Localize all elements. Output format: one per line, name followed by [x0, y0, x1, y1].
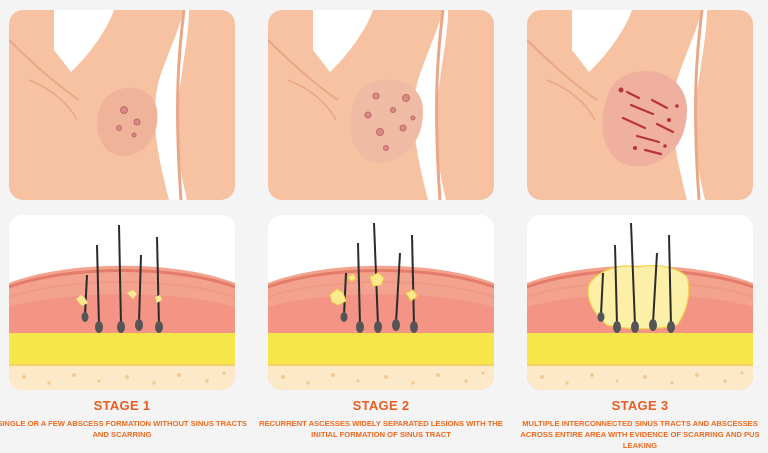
stage-2-title: STAGE 2: [352, 398, 410, 413]
lesion-area: [602, 71, 687, 167]
skin-cross-section-stage-2: [268, 215, 494, 390]
skin-cross-section-stage-1: [9, 215, 235, 390]
lesion-area: [97, 87, 158, 156]
stage-2-description: RECURRENT ASCESSES WIDELY SEPARATED LESI…: [259, 419, 503, 439]
stage-3-description: MULTIPLE INTERCONNECTED SINUS TRACTS AND…: [520, 419, 760, 450]
pus-pocket: [587, 264, 690, 330]
hair-follicles: [597, 222, 675, 333]
stage-2-column: STAGE 2 RECURRENT ASCESSES WIDELY SEPARA…: [259, 0, 503, 453]
hair-follicles: [340, 222, 418, 333]
hair-follicles: [81, 224, 163, 333]
skin-cross-section-stage-3: [527, 215, 753, 390]
armpit-illustration-stage-3: [527, 10, 753, 200]
sinus-tracts: [621, 90, 675, 156]
stage-1-title: STAGE 1: [93, 398, 151, 413]
stage-1-description: SINGLE OR A FEW ABSCESS FORMATION WITHOU…: [0, 419, 247, 439]
armpit-illustration-stage-1: [9, 10, 235, 200]
skin-layers-svg-stage-1: [9, 215, 235, 390]
stage-1-column: STAGE 1 SINGLE OR A FEW ABSCESS FORMATIO…: [0, 0, 247, 453]
skin-layers-svg-stage-2: [268, 215, 494, 390]
skin-layers-svg-stage-3: [527, 215, 753, 390]
armpit-svg-stage-3: [527, 10, 753, 200]
armpit-svg-stage-2: [268, 10, 494, 200]
stage-3-column: STAGE 3 MULTIPLE INTERCONNECTED SINUS TR…: [520, 0, 760, 453]
armpit-svg-stage-1: [9, 10, 235, 200]
armpit-illustration-stage-2: [268, 10, 494, 200]
stage-3-title: STAGE 3: [611, 398, 669, 413]
